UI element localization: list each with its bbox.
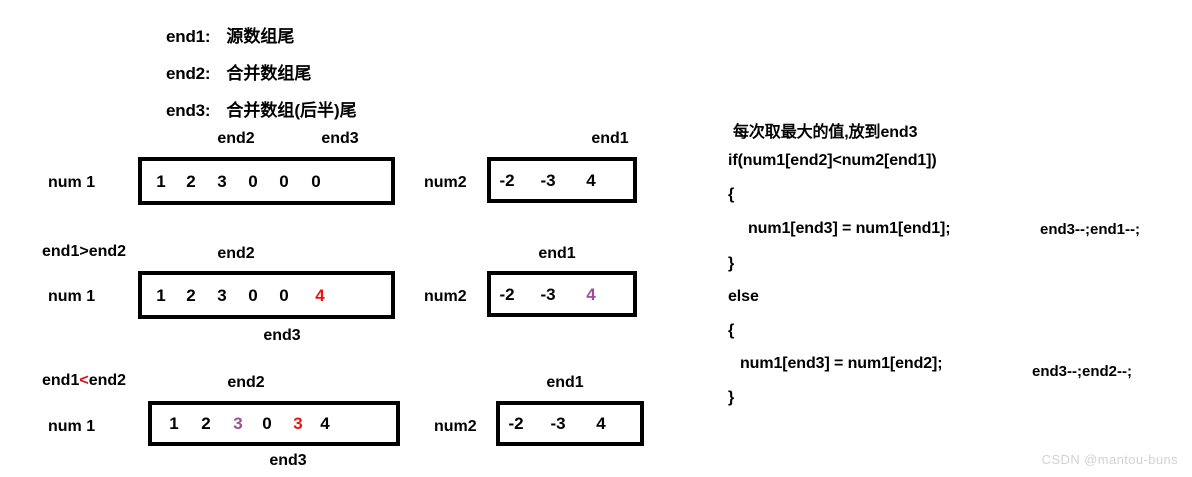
condition-operator: < (79, 372, 89, 389)
code-note-if: end3--;end1--; (1040, 221, 1140, 238)
condition-right: end2 (88, 243, 127, 260)
array-cell: 3 (233, 414, 243, 433)
code-line-assign-else: num1[end3] = num1[end2]; (740, 355, 943, 372)
watermark: CSDN @mantou-buns (1041, 452, 1178, 467)
array-cell: 0 (279, 286, 289, 305)
array-cell: 0 (248, 172, 258, 191)
array-cell: -2 (499, 171, 515, 190)
code-line-close-brace-else: } (728, 389, 735, 406)
array-box-num1-row3 (148, 401, 400, 446)
code-line-else: else (728, 288, 759, 305)
array-label-num1-row3: num 1 (48, 418, 96, 435)
array-cell: 4 (586, 171, 596, 190)
pointer-end1-row1: end1 (591, 130, 629, 147)
array-cell: 2 (186, 286, 196, 305)
condition-right: end2 (88, 372, 127, 389)
array-cell: 3 (217, 286, 227, 305)
pointer-end1-row3: end1 (546, 374, 584, 391)
array-label-num2-row2: num2 (424, 288, 467, 305)
condition-row2: end1>end2 (42, 243, 126, 261)
legend-item-end1: end1: 源数组尾 (166, 22, 294, 47)
array-cell: 1 (169, 414, 179, 433)
array-cell: -3 (540, 285, 556, 304)
array-cell: 3 (217, 172, 227, 191)
array-box-num1-row1 (138, 157, 395, 205)
array-label-num1-row2: num 1 (48, 288, 96, 305)
pointer-end3-row1: end3 (321, 130, 359, 147)
pointer-end2-row2: end2 (217, 245, 255, 262)
legend-value-end3: 合并数组(后半)尾 (226, 101, 357, 120)
array-cell: 0 (311, 172, 321, 191)
pointer-end3-row2: end3 (263, 327, 301, 344)
array-cell: 1 (156, 172, 166, 191)
condition-operator: > (79, 243, 89, 260)
array-cell: 2 (186, 172, 196, 191)
array-cell: -3 (540, 171, 556, 190)
legend-value-end1: 源数组尾 (226, 27, 295, 46)
array-label-num2-row1: num2 (424, 174, 467, 191)
array-box-num2-row2 (487, 271, 637, 317)
array-cell: -3 (550, 414, 566, 433)
array-cell: -2 (499, 285, 515, 304)
array-cell: 2 (201, 414, 211, 433)
array-cell: 0 (279, 172, 289, 191)
condition-left: end1 (42, 372, 80, 389)
pointer-end2-row1: end2 (217, 130, 255, 147)
array-cell: 4 (586, 285, 596, 304)
legend-key-end3: end3: (166, 101, 211, 120)
legend-value-end2: 合并数组尾 (226, 64, 312, 83)
condition-left: end1 (42, 243, 80, 260)
code-line-open-brace-if: { (728, 186, 735, 203)
code-note-else: end3--;end2--; (1032, 363, 1132, 380)
array-box-num2-row1 (487, 157, 637, 203)
code-line-assign-if: num1[end3] = num1[end1]; (748, 220, 951, 237)
legend-item-end2: end2: 合并数组尾 (166, 59, 311, 84)
array-cell: 0 (262, 414, 272, 433)
array-cell: 3 (293, 414, 303, 433)
code-line-close-brace-if: } (728, 255, 735, 272)
code-line-if: if(num1[end2]<num2[end1]) (728, 152, 937, 169)
pointer-end1-row2: end1 (538, 245, 576, 262)
array-cell: 4 (320, 414, 330, 433)
pointer-end3-row3: end3 (269, 452, 307, 469)
legend-item-end3: end3: 合并数组(后半)尾 (166, 96, 357, 121)
array-box-num2-row3 (496, 401, 644, 446)
code-line-open-brace-else: { (728, 322, 735, 339)
legend-key-end2: end2: (166, 64, 211, 83)
array-cell: -2 (508, 414, 524, 433)
array-label-num2-row3: num2 (434, 418, 477, 435)
array-box-num1-row2 (138, 271, 395, 319)
array-cell: 0 (248, 286, 258, 305)
code-comment: 每次取最大的值,放到end3 (733, 124, 918, 141)
legend-key-end1: end1: (166, 27, 211, 46)
array-cell: 1 (156, 286, 166, 305)
array-label-num1-row1: num 1 (48, 174, 96, 191)
array-cell: 4 (596, 414, 606, 433)
condition-row3: end1<end2 (42, 372, 126, 390)
array-cell: 4 (315, 286, 325, 305)
pointer-end2-row3: end2 (227, 374, 265, 391)
